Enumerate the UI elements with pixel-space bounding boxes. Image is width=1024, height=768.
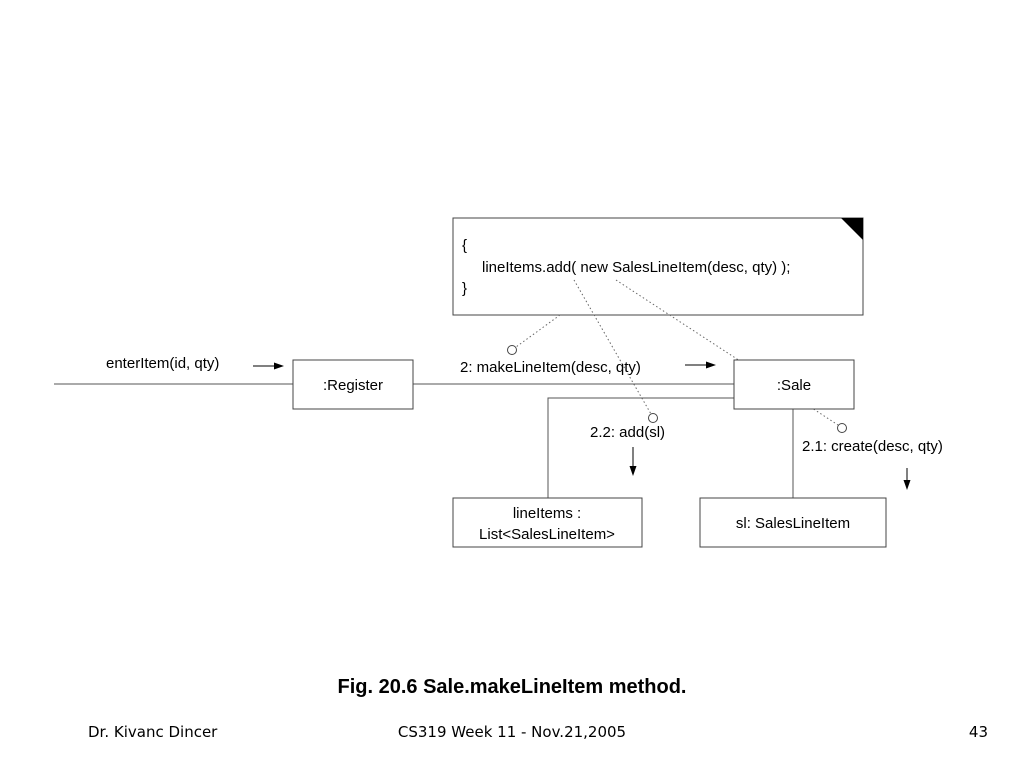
message-make-line-item: 2: makeLineItem(desc, qty): [460, 359, 641, 376]
note-anchor-circle-1: [507, 345, 517, 355]
down-arrow-icon: [629, 447, 637, 476]
figure-caption: Fig. 20.6 Sale.makeLineItem method.: [337, 676, 687, 698]
note-anchor-circle-2: [648, 413, 658, 423]
sale-label: :Sale: [777, 377, 811, 394]
note-box: [452, 217, 864, 316]
saleslineitem-object: sl: SalesLineItem: [699, 497, 887, 548]
sale-object: :Sale: [733, 359, 855, 410]
note-line-3: }: [462, 280, 467, 297]
lineitems-object: lineItems : List<SalesLineItem>: [452, 497, 643, 548]
note-line-1: {: [462, 237, 467, 254]
right-arrow-icon: [685, 361, 716, 369]
message-enter-item: enterItem(id, qty): [106, 355, 219, 372]
right-arrow-icon: [253, 362, 284, 370]
note-anchor-circle-3: [837, 423, 847, 433]
register-label: :Register: [323, 377, 383, 394]
message-create: 2.1: create(desc, qty): [802, 438, 943, 455]
footer-course: CS319 Week 11 - Nov.21,2005: [397, 723, 627, 741]
note-folded-corner-icon: [841, 218, 863, 240]
sale-lineitems-link: [547, 397, 734, 498]
register-object: :Register: [292, 359, 414, 410]
code-note: { lineItems.add( new SalesLineItem(desc,…: [452, 217, 864, 316]
footer-page-number: 43: [968, 723, 988, 741]
note-anchor-line-2: [573, 279, 652, 415]
lineitems-label-line-1: lineItems :: [513, 505, 581, 522]
note-anchor-line-1: [515, 314, 561, 348]
message-add: 2.2: add(sl): [590, 424, 665, 441]
saleslineitem-label: sl: SalesLineItem: [736, 515, 850, 532]
down-arrow-icon: [903, 468, 911, 490]
lineitems-label-line-2: List<SalesLineItem>: [479, 526, 615, 543]
footer-author: Dr. Kivanc Dincer: [88, 723, 218, 741]
note-line-2: lineItems.add( new SalesLineItem(desc, q…: [482, 259, 790, 276]
